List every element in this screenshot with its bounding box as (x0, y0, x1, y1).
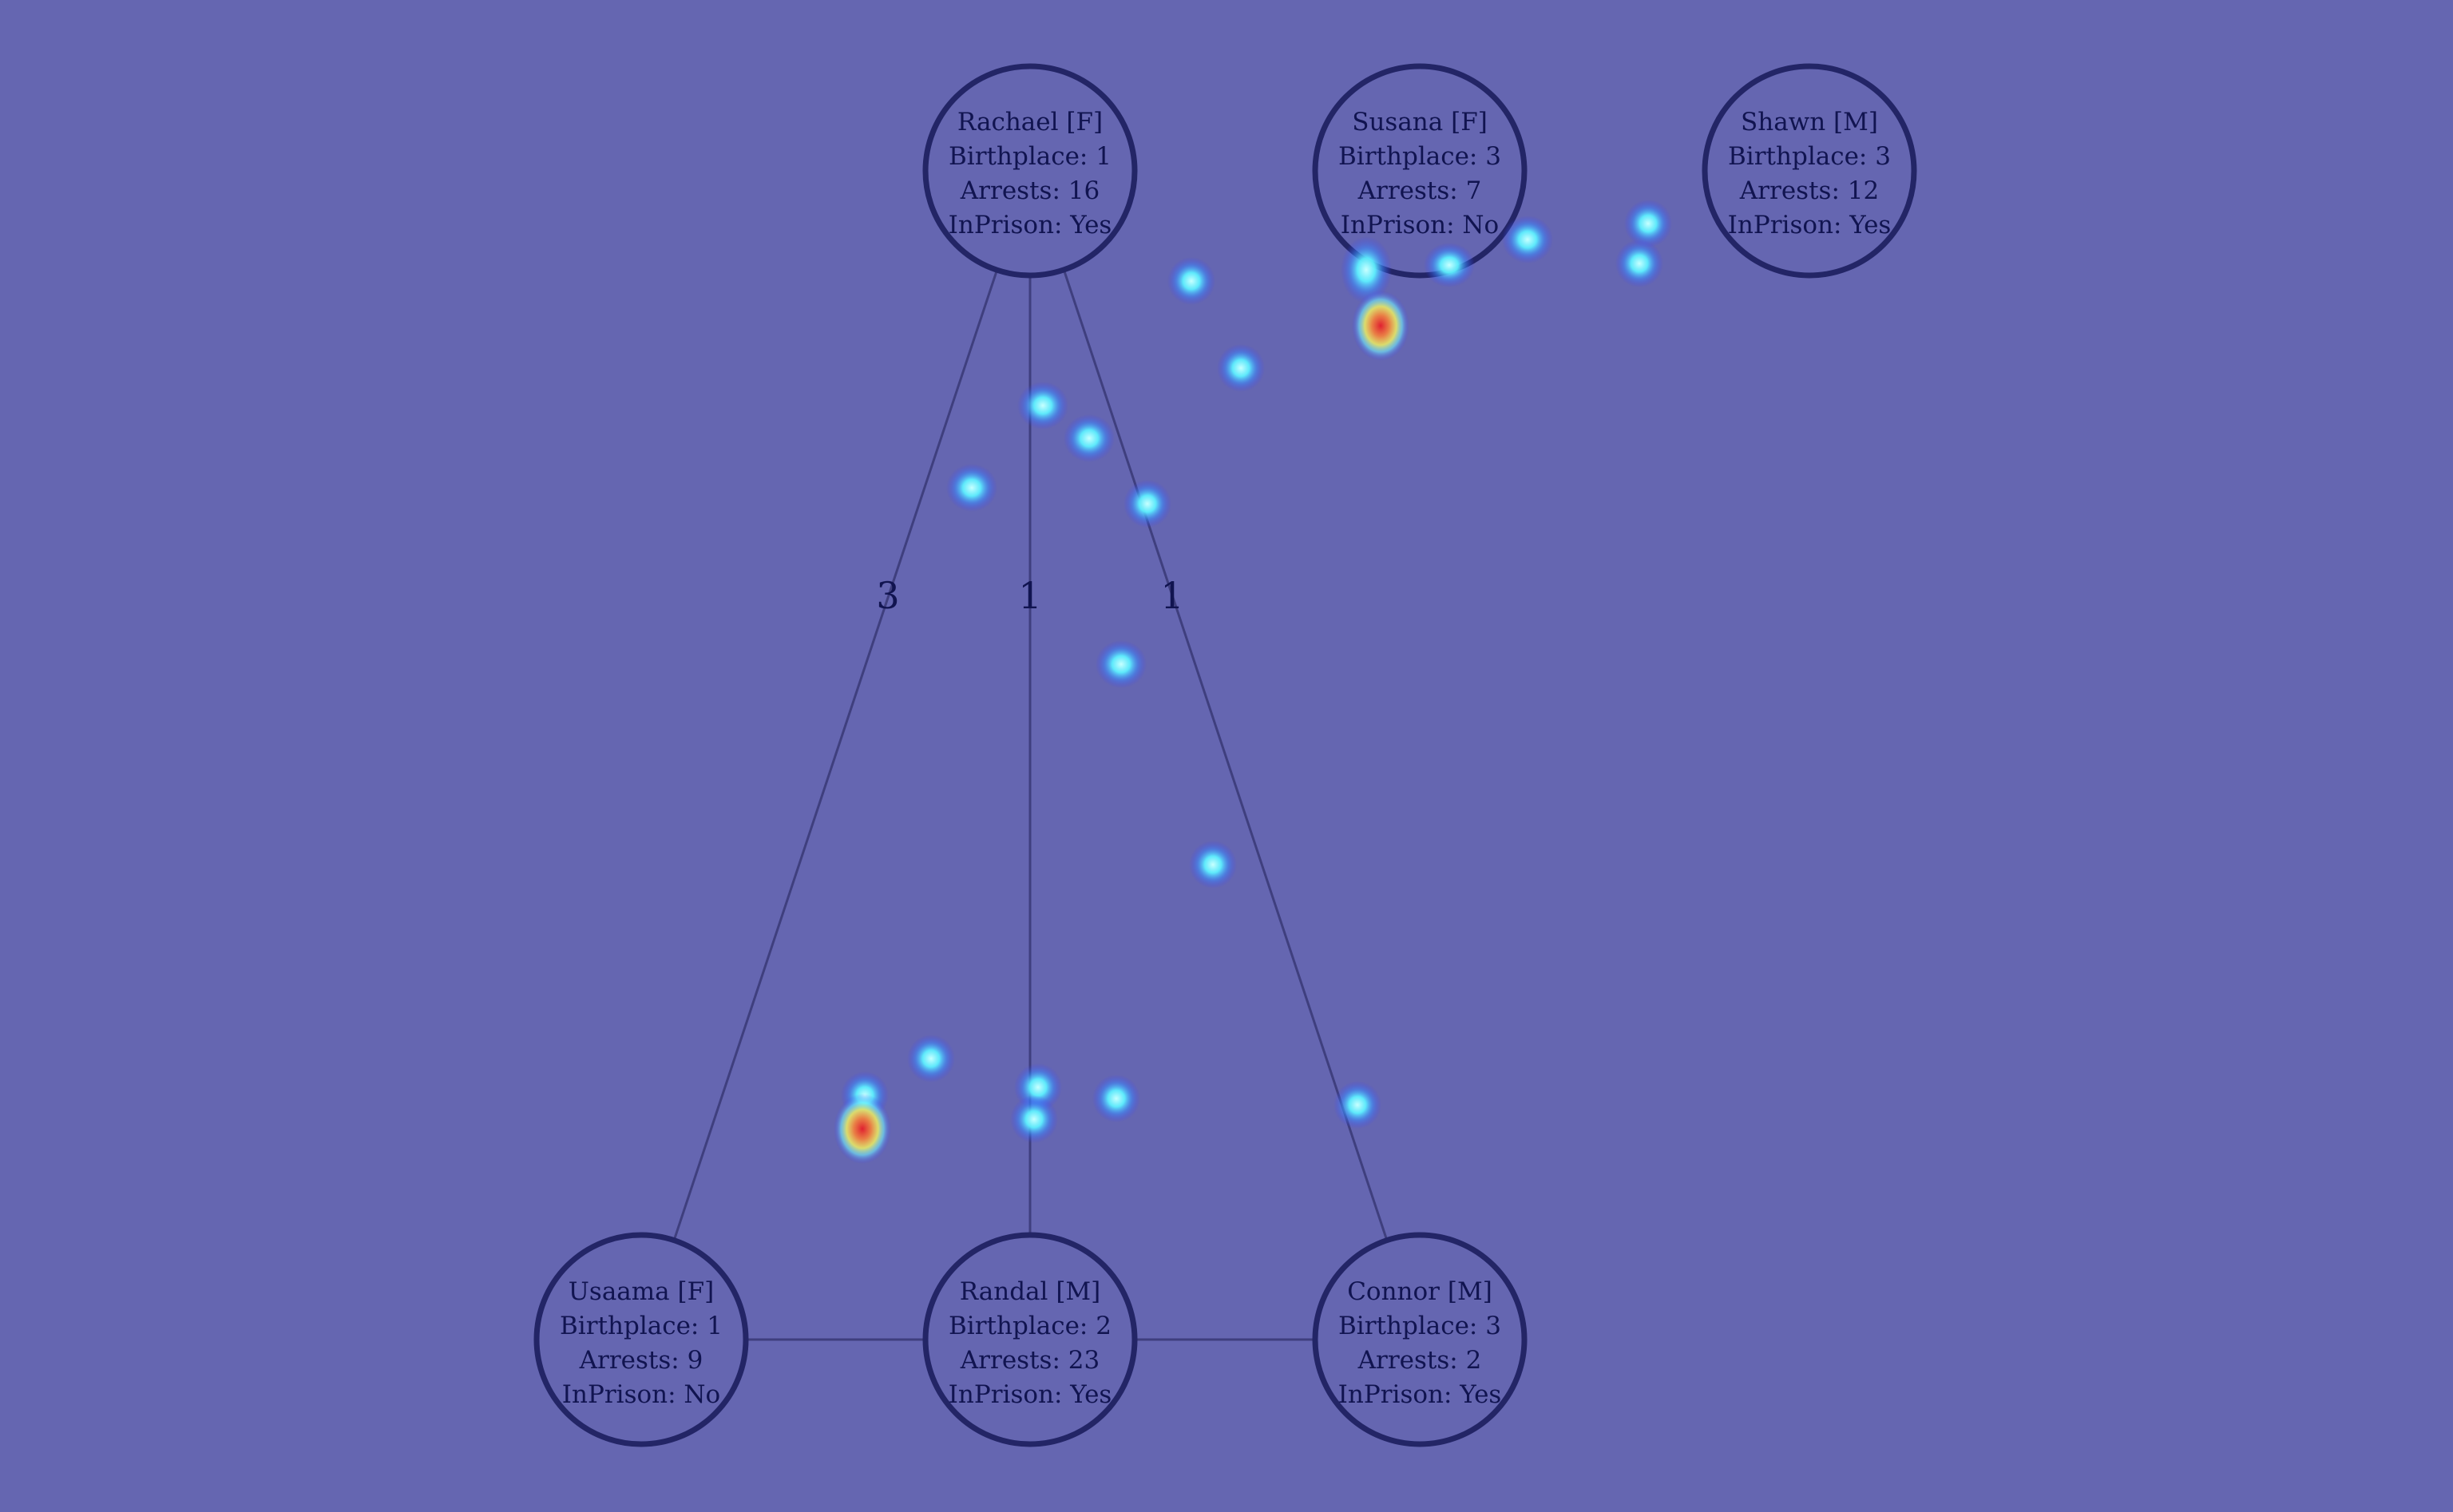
node-birthplace: Birthplace: 1 (560, 1312, 723, 1340)
edge-label-rachael-connor: 1 (1160, 574, 1183, 617)
node-usaama[interactable]: Usaama [F] Birthplace: 1 Arrests: 9 InPr… (533, 1232, 749, 1447)
edge-rachael-connor (1063, 271, 1389, 1241)
node-birthplace: Birthplace: 2 (949, 1312, 1112, 1340)
node-inprison: InPrison: Yes (1338, 1380, 1502, 1409)
node-arrests: Arrests: 23 (960, 1346, 1100, 1375)
node-rachael[interactable]: Rachael [F] Birthplace: 1 Arrests: 16 In… (922, 63, 1138, 279)
edge-label-rachael-usaama: 3 (876, 574, 899, 617)
node-arrests: Arrests: 2 (1357, 1346, 1482, 1375)
node-arrests: Arrests: 12 (1739, 176, 1879, 205)
node-name: Shawn [M] (1741, 108, 1878, 137)
node-connor[interactable]: Connor [M] Birthplace: 3 Arrests: 2 InPr… (1312, 1232, 1528, 1447)
node-susana[interactable]: Susana [F] Birthplace: 3 Arrests: 7 InPr… (1312, 63, 1528, 279)
edge-label-rachael-randal: 1 (1018, 574, 1041, 617)
node-inprison: InPrison: Yes (949, 211, 1112, 239)
node-name: Susana [F] (1352, 108, 1488, 137)
node-name: Rachael [F] (957, 108, 1103, 137)
node-inprison: InPrison: No (1341, 211, 1499, 239)
node-name: Usaama [F] (569, 1277, 714, 1306)
node-arrests: Arrests: 9 (579, 1346, 703, 1375)
node-birthplace: Birthplace: 3 (1338, 142, 1501, 171)
node-shawn[interactable]: Shawn [M] Birthplace: 3 Arrests: 12 InPr… (1702, 63, 1917, 279)
node-randal[interactable]: Randal [M] Birthplace: 2 Arrests: 23 InP… (922, 1232, 1138, 1447)
node-arrests: Arrests: 16 (960, 176, 1100, 205)
edge-labels: 3 1 1 (876, 574, 1183, 617)
node-inprison: InPrison: Yes (949, 1380, 1112, 1409)
edges (672, 271, 1389, 1341)
node-inprison: InPrison: Yes (1728, 211, 1892, 239)
node-name: Randal [M] (960, 1277, 1101, 1306)
node-arrests: Arrests: 7 (1357, 176, 1482, 205)
node-birthplace: Birthplace: 3 (1338, 1312, 1501, 1340)
edge-rachael-usaama (672, 271, 998, 1241)
node-name: Connor [M] (1347, 1277, 1492, 1306)
gaze-heatmap-overlay (834, 200, 1672, 1164)
node-birthplace: Birthplace: 1 (949, 142, 1112, 171)
node-inprison: InPrison: No (562, 1380, 720, 1409)
node-birthplace: Birthplace: 3 (1728, 142, 1891, 171)
